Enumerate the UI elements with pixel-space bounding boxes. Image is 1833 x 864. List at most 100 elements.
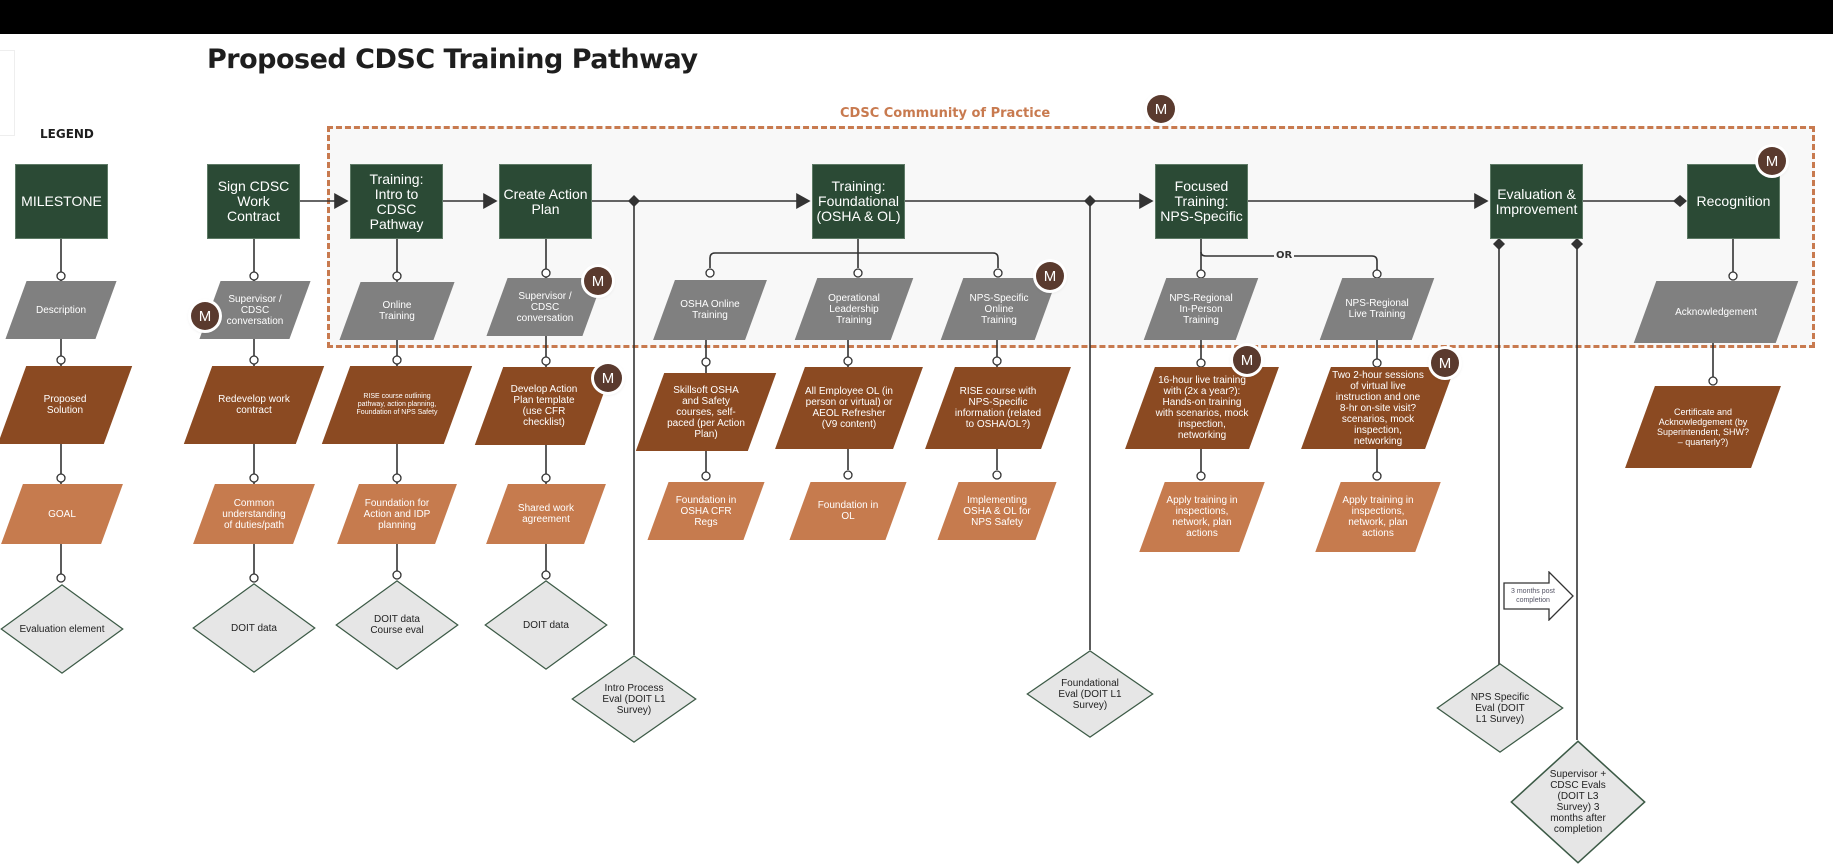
milestone-label: Evaluation & Improvement xyxy=(1495,185,1578,217)
milestone-recognition[interactable]: Recognition xyxy=(1687,164,1780,239)
description-label: NPS-Regional Live Training xyxy=(1345,298,1409,320)
description-label: OSHA Online Training xyxy=(680,299,740,321)
goal-node[interactable]: Apply training in inspections, network, … xyxy=(1152,482,1252,552)
solution-node[interactable]: Develop Action Plan template (use CFR ch… xyxy=(489,367,599,445)
solution-node[interactable]: Two 2-hour sessions of virtual live inst… xyxy=(1316,367,1440,449)
evaluation-node[interactable]: DOIT data xyxy=(192,583,316,673)
solution-label: Develop Action Plan template (use CFR ch… xyxy=(510,384,578,428)
milestone-label: Training: Foundational (OSHA & OL) xyxy=(816,178,901,224)
evaluation-node[interactable]: Intro Process Eval (DOIT L1 Survey) xyxy=(571,655,697,743)
goal-node[interactable]: Shared work agreement xyxy=(497,484,595,544)
goal-label: Common understanding of duties/path xyxy=(222,497,286,531)
goal-label: Apply training in inspections, network, … xyxy=(1342,495,1414,539)
solution-label: Redevelop work contract xyxy=(218,394,290,416)
legend-milestone[interactable]: MILESTONE xyxy=(15,164,108,239)
legend-goal[interactable]: GOAL xyxy=(12,484,112,544)
page-title: Proposed CDSC Training Pathway xyxy=(207,44,698,75)
description-label: Supervisor / CDSC conversation xyxy=(226,293,284,327)
comment-avatar[interactable]: M xyxy=(584,267,612,295)
evaluation-label: Intro Process Eval (DOIT L1 Survey) xyxy=(602,682,666,716)
solution-label: All Employee OL (in person or virtual) o… xyxy=(805,386,893,430)
description-label: Supervisor / CDSC conversation xyxy=(516,290,574,324)
legend-evaluation[interactable]: Evaluation element xyxy=(0,584,124,674)
solution-label: Two 2-hour sessions of virtual live inst… xyxy=(1332,369,1424,447)
comment-avatar[interactable]: M xyxy=(191,302,219,330)
goal-node[interactable]: Common understanding of duties/path xyxy=(204,484,304,544)
goal-label: GOAL xyxy=(48,508,76,520)
milestone-foundational-training[interactable]: Training: Foundational (OSHA & OL) xyxy=(812,164,905,239)
evaluation-node[interactable]: Supervisor + CDSC Evals (DOIT L3 Survey)… xyxy=(1510,740,1646,864)
description-node[interactable]: Operational Leadership Training xyxy=(806,278,902,340)
time-callout-arrow: 3 months post completion xyxy=(1503,571,1575,621)
solution-node[interactable]: All Employee OL (in person or virtual) o… xyxy=(790,367,908,449)
description-node[interactable]: NPS-Specific Online Training xyxy=(952,278,1046,340)
evaluation-label: Supervisor + CDSC Evals (DOIT L3 Survey)… xyxy=(1549,769,1607,835)
milestone-sign-contract[interactable]: Sign CDSC Work Contract xyxy=(207,164,300,239)
solution-label: 16-hour live training with (2x a year?):… xyxy=(1155,375,1249,441)
side-panel-edge xyxy=(0,50,15,136)
description-node[interactable]: Online Training xyxy=(350,282,444,340)
goal-node[interactable]: Foundation in OL xyxy=(800,482,896,540)
legend-milestone-label: MILESTONE xyxy=(21,193,102,209)
description-label: Description xyxy=(35,304,87,316)
milestone-label: Recognition xyxy=(1696,193,1771,209)
solution-node[interactable]: Redevelop work contract xyxy=(198,366,310,444)
description-node[interactable]: Supervisor / CDSC conversation xyxy=(497,278,593,336)
solution-node[interactable]: RISE course outlining pathway, action pl… xyxy=(336,366,458,444)
goal-label: Foundation in OSHA CFR Regs xyxy=(675,494,737,528)
solution-label: Skillsoft OSHA and Safety courses, self-… xyxy=(667,384,745,440)
community-of-practice-label: CDSC Community of Practice xyxy=(840,106,1051,121)
evaluation-node[interactable]: Foundational Eval (DOIT L1 Survey) xyxy=(1026,650,1154,738)
solution-label: Proposed Solution xyxy=(43,394,87,416)
top-bar xyxy=(0,0,1833,34)
evaluation-node[interactable]: NPS Specific Eval (DOIT L1 Survey) xyxy=(1436,663,1564,753)
description-label: Acknowledgement xyxy=(1675,306,1757,318)
goal-node[interactable]: Foundation in OSHA CFR Regs xyxy=(658,482,754,540)
description-node[interactable]: NPS-Regional In-Person Training xyxy=(1155,278,1247,340)
legend-solution[interactable]: Proposed Solution xyxy=(12,366,118,444)
description-label: NPS-Specific Online Training xyxy=(969,292,1029,326)
comment-avatar[interactable]: M xyxy=(1758,147,1786,175)
solution-node[interactable]: Certificate and Acknowledgement (by Supe… xyxy=(1640,386,1766,468)
comment-avatar[interactable]: M xyxy=(1431,349,1459,377)
description-node[interactable]: Acknowledgement xyxy=(1645,281,1787,343)
solution-node[interactable]: 16-hour live training with (2x a year?):… xyxy=(1140,367,1264,449)
solution-node[interactable]: Skillsoft OSHA and Safety courses, self-… xyxy=(650,373,762,451)
comment-avatar[interactable]: M xyxy=(594,364,622,392)
milestone-intro-training[interactable]: Training: Intro to CDSC Pathway xyxy=(350,164,443,239)
milestone-evaluation[interactable]: Evaluation & Improvement xyxy=(1490,164,1583,239)
evaluation-label: Evaluation element xyxy=(19,623,105,635)
comment-avatar[interactable]: M xyxy=(1147,95,1175,123)
comment-avatar[interactable]: M xyxy=(1233,346,1261,374)
goal-label: Implementing OSHA & OL for NPS Safety xyxy=(963,494,1031,528)
milestone-focused-training[interactable]: Focused Training: NPS-Specific xyxy=(1155,164,1248,239)
milestone-label: Create Action Plan xyxy=(503,185,588,217)
solution-node[interactable]: RISE course with NPS-Specific informatio… xyxy=(940,367,1056,449)
description-node[interactable]: OSHA Online Training xyxy=(664,280,756,340)
milestone-label: Sign CDSC Work Contract xyxy=(217,178,290,224)
goal-label: Foundation for Action and IDP planning xyxy=(363,497,431,531)
evaluation-node[interactable]: DOIT data xyxy=(484,580,608,670)
goal-node[interactable]: Implementing OSHA & OL for NPS Safety xyxy=(948,482,1046,540)
goal-label: Shared work agreement xyxy=(517,503,575,525)
description-label: Operational Leadership Training xyxy=(828,292,880,326)
description-label: Online Training xyxy=(379,300,415,322)
solution-label: RISE course outlining pathway, action pl… xyxy=(356,393,438,416)
milestone-label: Training: Intro to CDSC Pathway xyxy=(369,170,424,232)
solution-label: RISE course with NPS-Specific informatio… xyxy=(954,386,1042,430)
milestone-action-plan[interactable]: Create Action Plan xyxy=(499,164,592,239)
goal-node[interactable]: Foundation for Action and IDP planning xyxy=(348,484,446,544)
goal-node[interactable]: Apply training in inspections, network, … xyxy=(1328,482,1428,552)
evaluation-label: NPS Specific Eval (DOIT L1 Survey) xyxy=(1470,691,1530,725)
description-node[interactable]: Supervisor / CDSC conversation xyxy=(210,281,300,339)
evaluation-node[interactable]: DOIT data Course eval xyxy=(335,580,459,670)
legend-description[interactable]: Description xyxy=(16,281,106,339)
legend-heading: LEGEND xyxy=(40,127,94,141)
description-node[interactable]: NPS-Regional Live Training xyxy=(1331,278,1423,340)
goal-label: Foundation in OL xyxy=(817,500,879,522)
comment-avatar[interactable]: M xyxy=(1036,262,1064,290)
evaluation-label: Foundational Eval (DOIT L1 Survey) xyxy=(1058,677,1122,711)
solution-label: Certificate and Acknowledgement (by Supe… xyxy=(1656,407,1750,447)
goal-label: Apply training in inspections, network, … xyxy=(1166,495,1238,539)
description-label: NPS-Regional In-Person Training xyxy=(1169,292,1233,326)
